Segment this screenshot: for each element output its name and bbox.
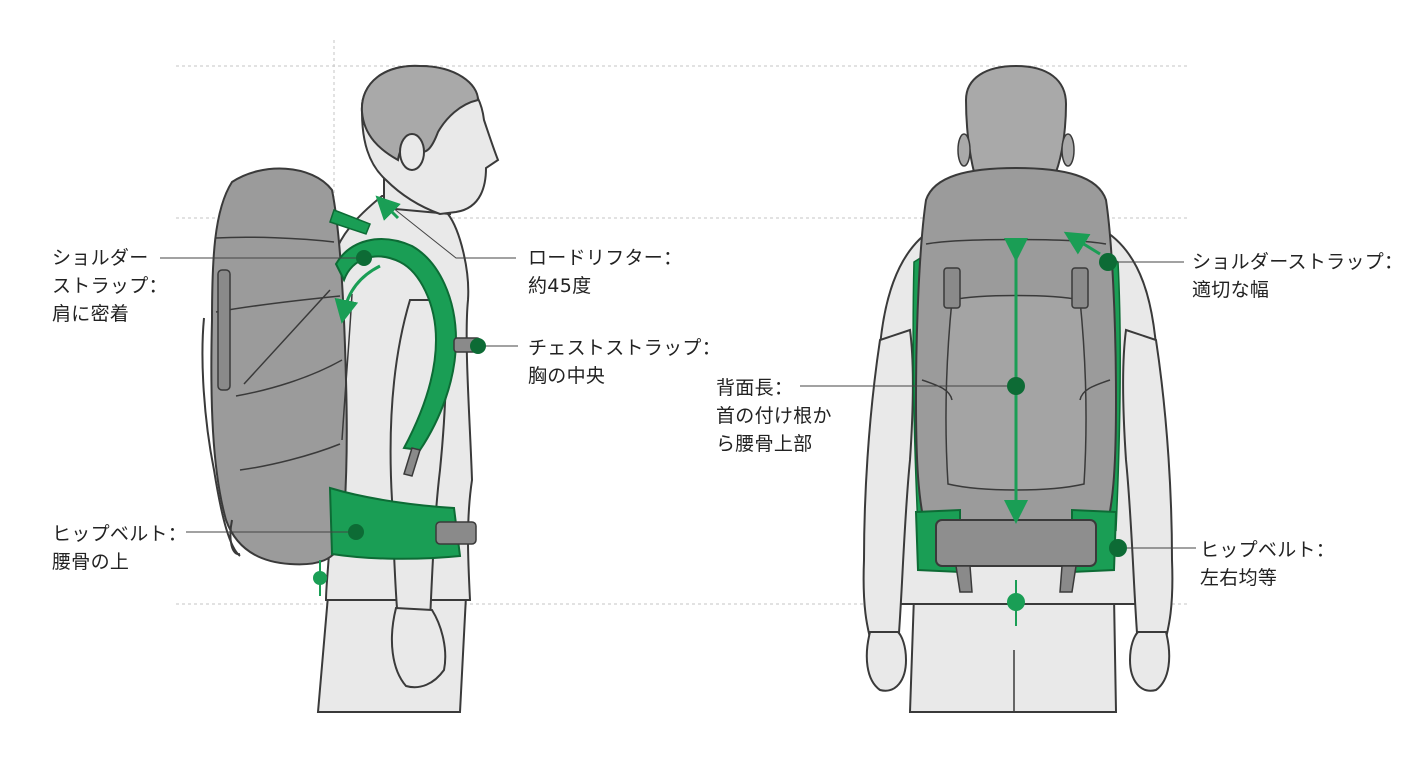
label-line: チェストストラップ： xyxy=(528,337,722,359)
label-line: 胸の中央 xyxy=(528,365,606,387)
label-back-length: 背面長： 首の付け根か ら腰骨上部 xyxy=(716,374,832,458)
label-hip-belt-back: ヒップベルト： 左右均等 xyxy=(1200,536,1335,592)
label-line: 左右均等 xyxy=(1200,567,1278,589)
marker-chest-strap xyxy=(470,338,486,354)
label-line: 背面長： xyxy=(716,377,794,399)
label-hip-belt-side: ヒップベルト： 腰骨の上 xyxy=(52,520,187,576)
side-pack-body xyxy=(210,167,348,566)
back-right-hand xyxy=(1128,631,1171,692)
side-leaders xyxy=(160,195,518,540)
label-line: ロードリフター： xyxy=(528,247,683,269)
label-line: ショルダーストラップ： xyxy=(1192,251,1404,273)
label-load-lifter: ロードリフター： 約45度 xyxy=(528,244,682,300)
side-load-lifter xyxy=(329,209,371,235)
back-backpack xyxy=(912,166,1121,626)
label-line: 首の付け根か xyxy=(716,405,832,427)
back-head xyxy=(964,64,1068,173)
marker-back-hip-belt xyxy=(1109,539,1127,557)
marker-back-length xyxy=(1007,377,1025,395)
label-line: 腰骨の上 xyxy=(52,551,130,573)
label-chest-strap: チェストストラップ： 胸の中央 xyxy=(528,334,721,390)
label-line: 適切な幅 xyxy=(1192,279,1270,301)
back-leaders xyxy=(800,253,1196,557)
label-line: ヒップベルト： xyxy=(52,523,188,545)
label-shoulder-strap-side: ショルダー ストラップ： 肩に密着 xyxy=(52,244,168,328)
label-line: ストラップ： xyxy=(52,275,168,297)
marker-hip-belt xyxy=(348,524,364,540)
side-backpack xyxy=(201,167,481,596)
back-legs xyxy=(908,595,1118,713)
side-hip-belt xyxy=(328,486,462,560)
back-left-hand xyxy=(865,631,908,692)
label-line: 肩に密着 xyxy=(52,303,130,325)
label-line: ら腰骨上部 xyxy=(716,433,813,455)
side-hand xyxy=(390,606,447,689)
side-hair xyxy=(360,64,480,162)
marker-back-shoulder-strap xyxy=(1099,253,1117,271)
marker-shoulder-strap xyxy=(356,250,372,266)
side-ear xyxy=(399,133,425,171)
label-line: ショルダー xyxy=(52,247,149,269)
label-line: ヒップベルト： xyxy=(1200,539,1336,561)
label-shoulder-strap-back: ショルダーストラップ： 適切な幅 xyxy=(1192,248,1403,304)
label-line: 約45度 xyxy=(528,275,592,297)
